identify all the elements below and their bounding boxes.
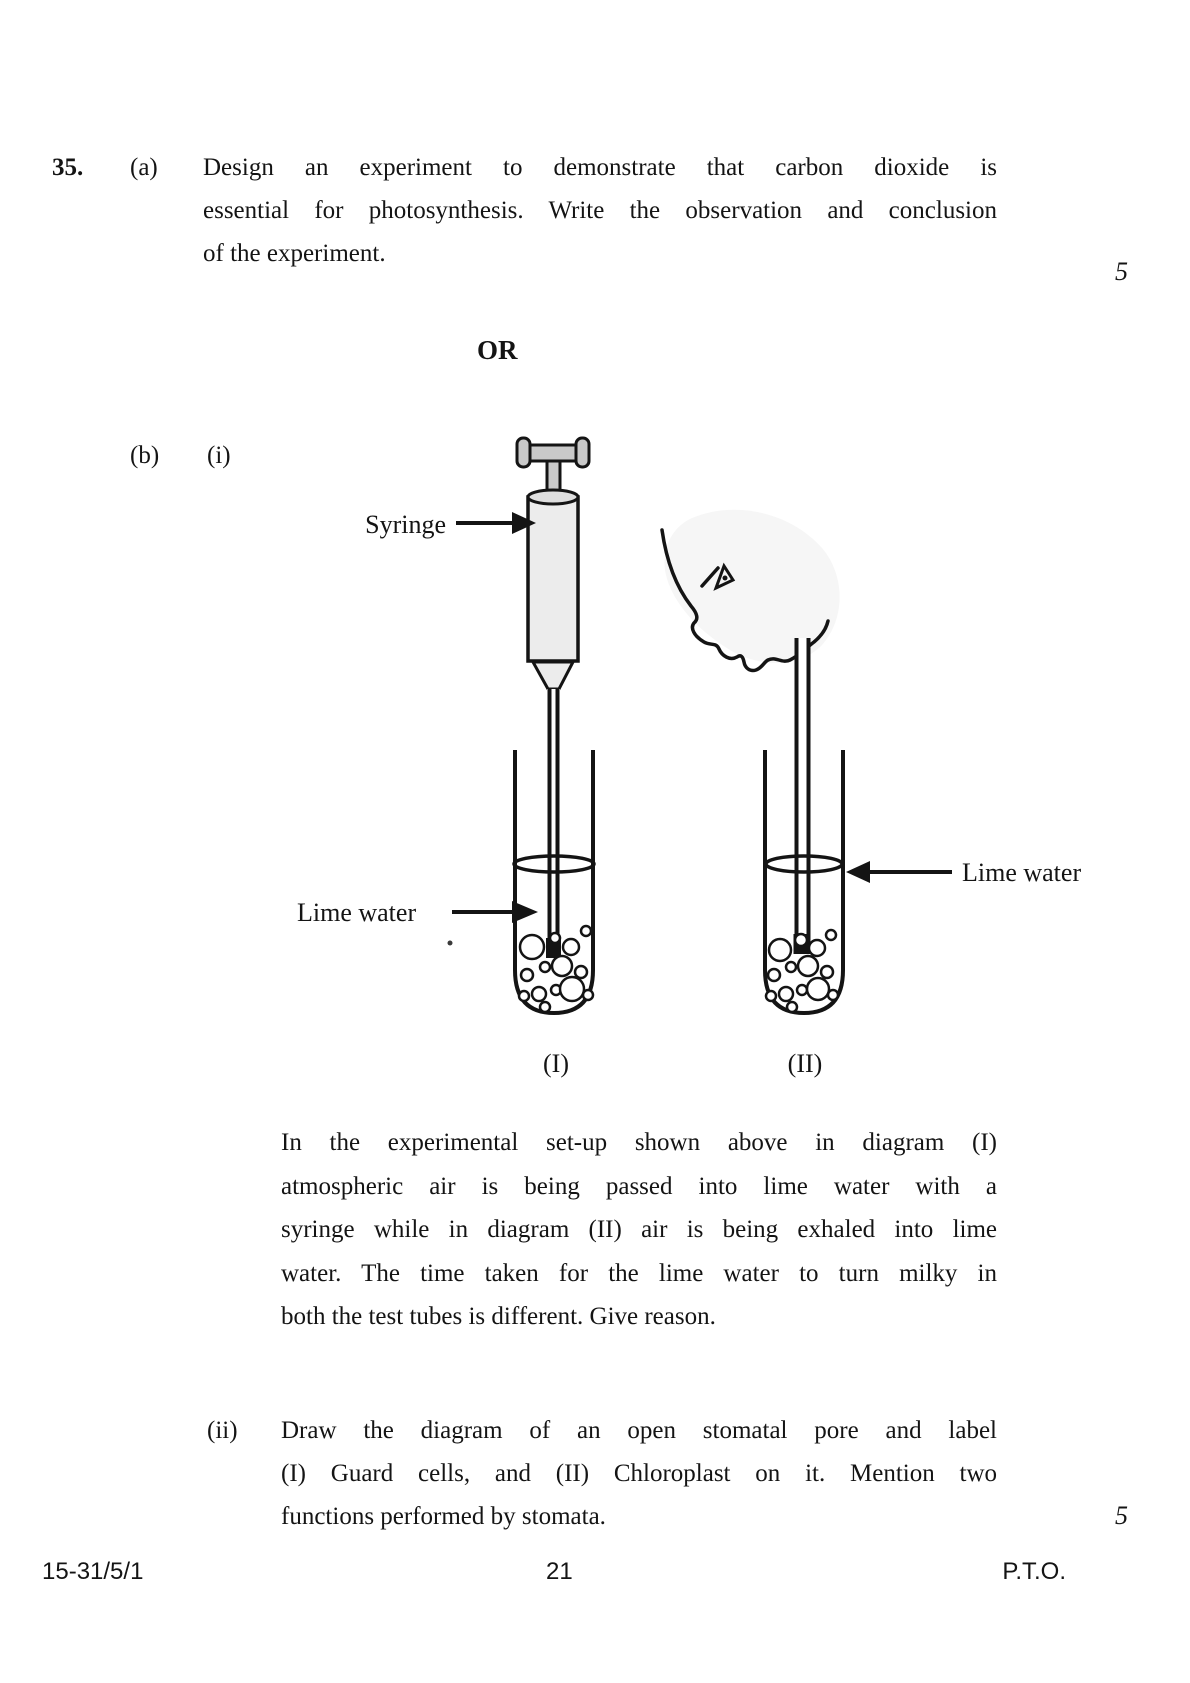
scan-dot <box>447 940 453 946</box>
part-b-i-line-2: atmospheric air is being passed into lim… <box>281 1172 997 1200</box>
part-b-i-line-1: In the experimental set-up shown above i… <box>281 1129 997 1156</box>
bubbles-tube-2 <box>764 928 840 1014</box>
breath-tube <box>793 638 811 954</box>
part-b-i-line-5: both the test tubes is different. Give r… <box>281 1303 716 1330</box>
part-b-ii-line-1: Draw the diagram of an open stomatal por… <box>281 1417 997 1444</box>
part-b-ii-line-3: functions performed by stomata. <box>281 1503 606 1530</box>
syringe-illustration <box>515 436 591 691</box>
part-b-i-line-4: water. The time taken for the lime water… <box>281 1259 997 1287</box>
marks-part-a: 5 <box>1115 257 1128 286</box>
lime-water-label-right: Lime water <box>962 858 1081 887</box>
part-a-line-2: essential for photosynthesis. Write the … <box>203 197 997 224</box>
syringe-label: Syringe <box>365 510 446 539</box>
part-b-i-label: (i) <box>207 442 231 469</box>
or-separator: OR <box>477 335 518 365</box>
marks-part-b-ii: 5 <box>1115 1501 1128 1530</box>
part-a-label: (a) <box>130 154 158 181</box>
part-b-ii-paragraph: Draw the diagram of an open stomatal por… <box>281 1409 997 1538</box>
part-a-line-1: Design an experiment to demonstrate that… <box>203 154 997 181</box>
diagram-caption-ii: (II) <box>788 1049 823 1078</box>
part-b-ii-line-2: (I) Guard cells, and (II) Chloroplast on… <box>281 1460 997 1487</box>
part-b-i-paragraph: In the experimental set-up shown above i… <box>281 1121 997 1339</box>
experiment-diagram: Syringe Lime water Lime water (I) (II) <box>297 436 1081 1078</box>
lime-water-surface-2 <box>764 854 844 874</box>
footer-page-number: 21 <box>546 1558 573 1585</box>
face-profile <box>660 509 840 673</box>
part-b-label: (b) <box>130 442 160 469</box>
lime-water-surface-1 <box>512 854 596 874</box>
diagram-caption-i: (I) <box>543 1049 569 1078</box>
bubbles-tube-1 <box>517 924 595 1014</box>
footer-paper-code: 15-31/5/1 <box>42 1558 144 1585</box>
part-b-ii-label: (ii) <box>207 1417 238 1444</box>
lime-water-label-left: Lime water <box>297 898 416 927</box>
part-b-i-line-3: syringe while in diagram (II) air is bei… <box>281 1216 997 1243</box>
part-a-line-3: of the experiment. <box>203 240 386 267</box>
test-tube-1 <box>513 750 595 1016</box>
eye-mark <box>700 562 736 591</box>
question-number: 35. <box>52 154 84 181</box>
test-tube-2 <box>763 750 845 1016</box>
syringe-callout: Syringe <box>365 510 536 539</box>
footer-pto: P.T.O. <box>1002 1558 1066 1585</box>
syringe-tube <box>546 689 561 958</box>
lime-water-callout-left: Lime water <box>297 898 538 946</box>
lime-water-callout-right: Lime water <box>846 858 1081 887</box>
part-a-paragraph: Design an experiment to demonstrate that… <box>203 146 997 275</box>
